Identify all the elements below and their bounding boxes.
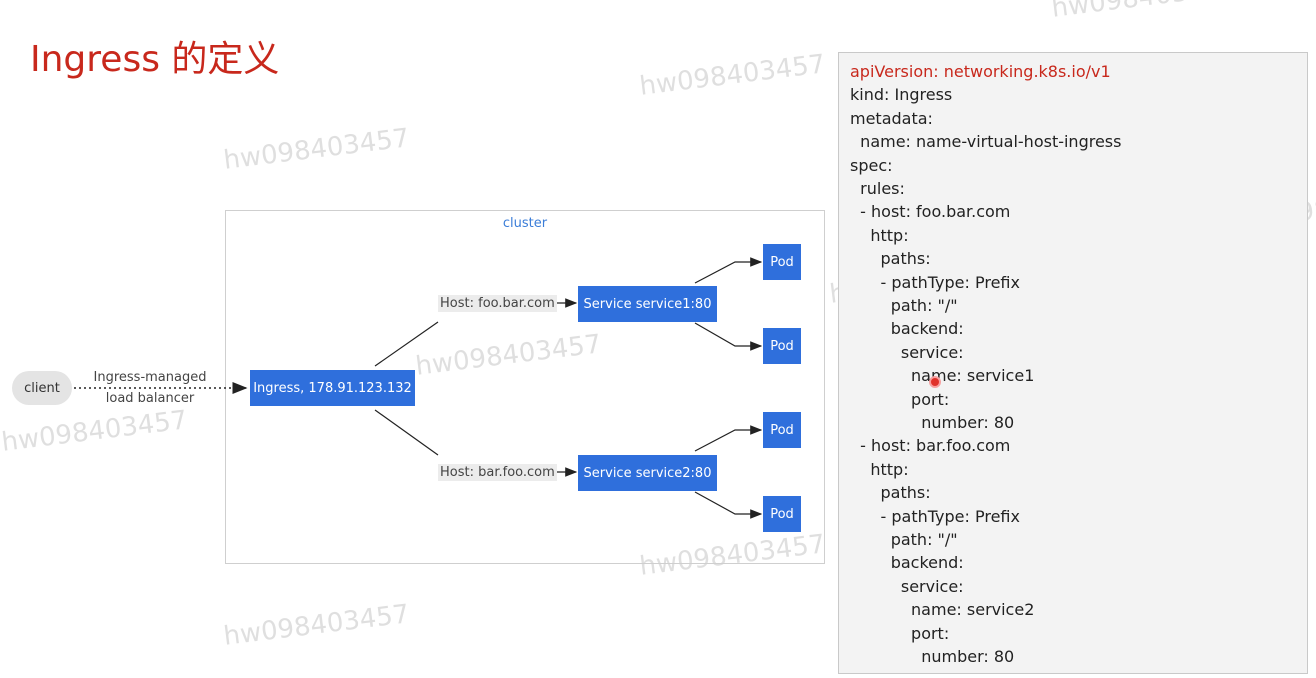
- yaml-line: service:: [850, 576, 964, 596]
- service2-to-pod4-edge: [694, 491, 763, 519]
- service2-node: Service service2:80: [578, 455, 717, 491]
- yaml-line: port:: [850, 389, 950, 409]
- yaml-line: path: "/": [850, 530, 958, 549]
- pod-node: Pod: [763, 328, 801, 364]
- service1-to-pod2-edge: [694, 322, 763, 351]
- pod-node: Pod: [763, 496, 801, 532]
- yaml-line: - pathType: Prefix: [850, 506, 1020, 526]
- cluster-boundary: [225, 210, 825, 564]
- yaml-line: name: name-virtual-host-ingress: [850, 132, 1122, 152]
- host1-label: Host: foo.bar.com: [438, 295, 557, 312]
- yaml-line: name: service2: [850, 600, 1035, 620]
- yaml-line: port:: [850, 623, 950, 643]
- yaml-line: apiVersion: networking.k8s.io/v1: [850, 62, 1111, 81]
- yaml-line: rules:: [850, 179, 905, 198]
- client-node: client: [12, 371, 72, 405]
- yaml-line: backend:: [850, 553, 964, 573]
- ingress-to-host2-edge: [374, 409, 439, 456]
- edge-label-line2: load balancer: [105, 391, 195, 406]
- service1-node: Service service1:80: [578, 286, 717, 322]
- service2-to-pod3-edge: [694, 425, 763, 452]
- host2-label: Host: bar.foo.com: [438, 464, 557, 481]
- mouse-pointer-indicator: [929, 376, 941, 388]
- edge-label-line1: Ingress-managed: [93, 370, 207, 385]
- ingress-node: Ingress, 178.91.123.132: [250, 370, 415, 406]
- pod-node: Pod: [763, 244, 801, 280]
- yaml-line: number: 80: [850, 647, 1015, 666]
- yaml-line: - pathType: Prefix: [850, 272, 1020, 292]
- yaml-panel: [838, 52, 1308, 674]
- yaml-line: spec:: [850, 155, 893, 175]
- yaml-line: http:: [850, 225, 909, 245]
- yaml-line: paths:: [850, 483, 931, 503]
- yaml-line: paths:: [850, 249, 931, 269]
- yaml-line: metadata:: [850, 108, 933, 128]
- yaml-line: http:: [850, 459, 909, 479]
- yaml-line: kind: Ingress: [850, 85, 953, 105]
- service1-to-pod1-edge: [694, 257, 763, 284]
- cluster-label: cluster: [502, 216, 548, 231]
- yaml-line: backend:: [850, 319, 964, 339]
- yaml-line: path: "/": [850, 296, 958, 315]
- ingress-to-host1-edge: [374, 321, 439, 367]
- pod-node: Pod: [763, 412, 801, 448]
- yaml-line: name: service1: [850, 366, 1035, 386]
- page-title: Ingress 的定义: [30, 39, 280, 80]
- yaml-line: - host: bar.foo.com: [850, 436, 1011, 456]
- yaml-line: service:: [850, 342, 964, 362]
- yaml-line: number: 80: [850, 413, 1015, 432]
- yaml-line: - host: foo.bar.com: [850, 202, 1011, 222]
